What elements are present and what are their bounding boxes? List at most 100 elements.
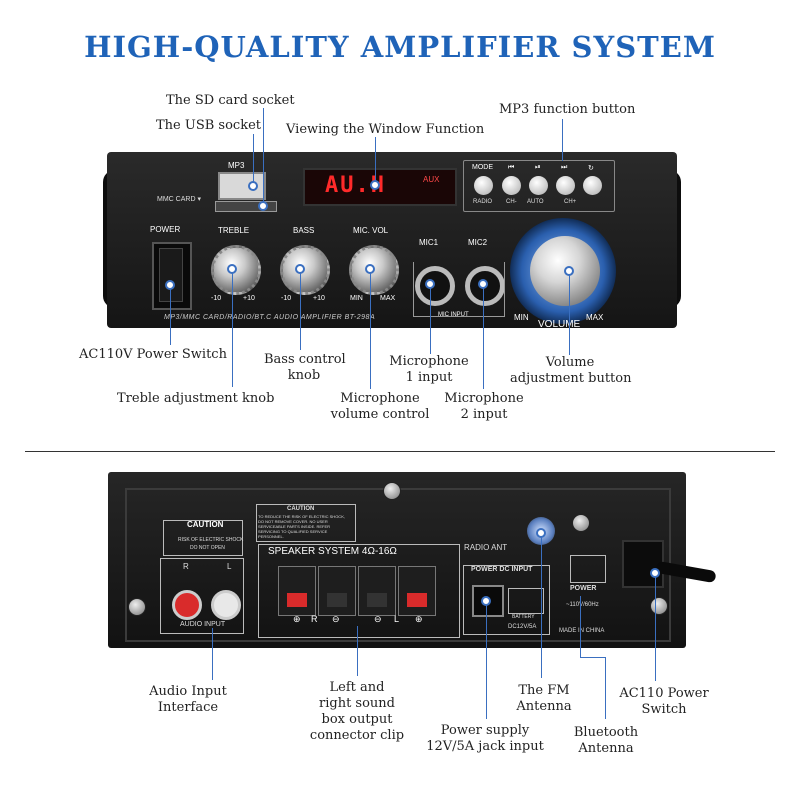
made-in-label: MADE IN CHINA [559, 628, 605, 634]
dot-window [370, 180, 380, 190]
micvol-scale-max: MAX [380, 295, 396, 302]
caution-label-top [256, 504, 356, 542]
battery-diagram [508, 588, 544, 614]
rca-right-jack[interactable] [172, 590, 202, 620]
dot-power [165, 280, 175, 290]
screw-left [128, 598, 146, 616]
mic-input-panel-label: MIC INPUT [438, 312, 469, 318]
terminal-sym-plus-r: ⊕ [293, 614, 301, 624]
label-speaker-line-4: connector clip [309, 728, 405, 743]
label-mic1: Microphone 1 input [388, 354, 470, 386]
next-icon: ⏭ [561, 164, 568, 171]
label-audio-line-1: Audio Input [149, 684, 227, 699]
prev-button[interactable] [502, 176, 521, 195]
radio-sublabel: RADIO [473, 199, 493, 205]
terminal-r-plus-tab [287, 593, 307, 607]
treble-knob[interactable] [211, 245, 261, 295]
caution-top-text: TO REDUCE THE RISK OF ELECTRIC SHOCK, DO… [258, 514, 345, 539]
label-bt-line-1: Bluetooth [573, 725, 639, 740]
terminal-r-minus[interactable] [318, 566, 356, 616]
leader-audio [212, 628, 213, 680]
rca-l-label: L [227, 562, 232, 571]
dot-micvol [365, 264, 375, 274]
label-mic1-line-1: Microphone [389, 354, 469, 369]
dot-treble [227, 264, 237, 274]
label-ac-power: AC110 Power Switch [617, 686, 711, 718]
mic1-jack[interactable] [415, 266, 455, 306]
dot-mic1 [425, 279, 435, 289]
mic2-panel-label: MIC2 [468, 238, 488, 247]
label-micvol: Microphone volume control [330, 391, 430, 423]
leader-mic1 [430, 284, 431, 354]
label-window-function: Viewing the Window Function [286, 122, 485, 137]
speaker-system-label: SPEAKER SYSTEM 4Ω-16Ω [268, 546, 397, 557]
usb-socket[interactable] [218, 172, 266, 200]
screw-top [383, 482, 401, 500]
treble-scale-max: +10 [243, 295, 255, 302]
leader-mic2 [483, 284, 484, 389]
terminal-r-plus[interactable] [278, 566, 316, 616]
leader-bt-v [580, 596, 581, 658]
bass-scale-max: +10 [313, 295, 325, 302]
play-pause-button[interactable] [529, 176, 548, 195]
leader-volume [569, 271, 570, 355]
dot-usb [248, 181, 258, 191]
label-micvol-line-1: Microphone [340, 391, 420, 406]
label-usb-socket: The USB socket [156, 118, 261, 133]
label-power-supply: Power supply 12V/5A jack input [423, 723, 547, 755]
label-treble: Treble adjustment knob [117, 391, 275, 406]
caution-left-sub-1: RISK OF ELECTRIC SHOCK [178, 537, 244, 543]
audio-input-box [160, 558, 244, 634]
rca-left-jack[interactable] [211, 590, 241, 620]
vol-max-label: MAX [586, 313, 604, 322]
leader-bass [300, 269, 301, 350]
dot-sd [258, 201, 268, 211]
leader-fm [541, 533, 542, 678]
terminal-sym-r: R [311, 614, 318, 624]
label-fm-line-2: Antenna [516, 699, 572, 714]
usb-panel-label: MP3 [228, 161, 245, 170]
sd-card-slot[interactable] [215, 201, 277, 212]
label-power-supply-line-2: 12V/5A jack input [426, 739, 544, 754]
speaker-terminal-box [258, 544, 460, 638]
dot-bass [295, 264, 305, 274]
label-fm-line-1: The FM [518, 683, 570, 698]
page-title: HIGH-QUALITY AMPLIFIER SYSTEM [84, 30, 716, 64]
bass-scale-min: -10 [281, 295, 292, 302]
terminal-sym-l: L [394, 614, 400, 624]
repeat-button[interactable] [583, 176, 602, 195]
label-bluetooth-antenna: Bluetooth Antenna [570, 725, 642, 757]
label-volume-line-2: adjustment button [510, 371, 632, 386]
section-divider [25, 451, 775, 452]
label-speaker-line-3: box output [321, 712, 393, 727]
mic-input-bracket [413, 262, 505, 317]
caution-label-left [163, 520, 243, 556]
micvol-scale-min: MIN [350, 295, 363, 302]
mic2-jack[interactable] [465, 266, 505, 306]
label-bass: Bass control knob [264, 352, 346, 384]
label-mp3-button: MP3 function button [499, 102, 636, 117]
terminal-l-minus-tab [367, 593, 387, 607]
screw-bt [572, 514, 590, 532]
power-rocker[interactable] [159, 248, 183, 302]
label-sd-socket: The SD card socket [166, 93, 295, 108]
next-button[interactable] [556, 176, 575, 195]
battery-label: BATTERY [512, 614, 535, 620]
mic1-panel-label: MIC1 [419, 238, 439, 247]
ch-minus-sublabel: CH- [506, 199, 517, 205]
label-ac-line-1: AC110 Power [619, 686, 709, 701]
audio-input-label: AUDIO INPUT [180, 621, 226, 628]
leader-usb [253, 134, 254, 186]
label-bass-line-2: knob [287, 368, 321, 383]
mode-button[interactable] [474, 176, 493, 195]
mmc-card-label: MMC CARD ▾ [157, 196, 201, 203]
terminal-l-plus[interactable] [398, 566, 436, 616]
treble-panel-label: TREBLE [218, 226, 250, 235]
leader-treble [232, 269, 233, 387]
label-bt-line-2: Antenna [578, 741, 634, 756]
bass-knob[interactable] [280, 245, 330, 295]
ch-plus-sublabel: CH+ [564, 199, 577, 205]
repeat-icon: ↻ [588, 165, 594, 172]
label-power-switch: AC110V Power Switch [79, 347, 227, 362]
terminal-l-minus[interactable] [358, 566, 396, 616]
